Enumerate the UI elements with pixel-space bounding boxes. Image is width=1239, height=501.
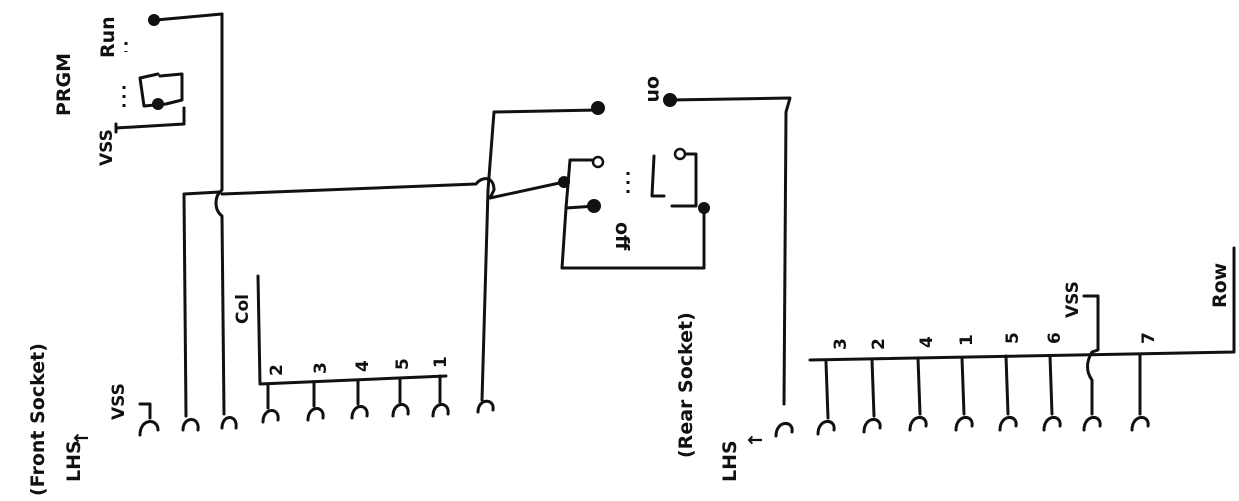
row-pin-label: 4 — [917, 336, 937, 348]
front-socket-label: (Front Socket) — [27, 343, 49, 496]
front-socket-pin-col-4 — [350, 405, 369, 420]
col-pin-label: 3 — [311, 362, 331, 374]
off-switch-right-bracket — [670, 152, 698, 208]
vss-switch-label: VSS — [97, 129, 117, 166]
row-pin-label: 1 — [957, 334, 977, 346]
col-pin-label: 2 — [267, 364, 287, 376]
arrow-front-icon: ↑ — [71, 430, 93, 446]
rear-vss-wire — [1082, 294, 1100, 416]
prgm-switch-dot — [152, 98, 164, 110]
col-label: Col — [233, 294, 253, 324]
row-pin-5-wire — [1004, 354, 1010, 416]
bus-wire — [220, 177, 566, 200]
front-socket-pin-vss — [138, 420, 160, 437]
col-bus-wire — [256, 274, 448, 386]
rear-socket-pin-vss — [1082, 416, 1102, 432]
front-socket-pin-col-2 — [261, 409, 280, 424]
rear-socket-pin-row-2 — [862, 418, 882, 434]
rear-socket-label: (Rear Socket) — [675, 312, 697, 458]
rear-socket-pin-row-7 — [1130, 416, 1150, 432]
front-socket-pin-col-5 — [391, 403, 410, 418]
rear-socket-pin-row-1 — [954, 416, 974, 432]
front-wire-b — [214, 12, 226, 416]
front-socket-pin-b — [220, 416, 238, 430]
row-bus-wire — [808, 246, 1236, 362]
off-switch-left-dot — [587, 199, 601, 213]
front-socket-pin-col-3 — [306, 407, 325, 422]
row-pin-4-wire — [916, 356, 922, 416]
col-pin-label: 1 — [431, 356, 451, 368]
row-pin-6-wire — [1048, 354, 1054, 416]
row-pin-label: 7 — [1139, 332, 1159, 344]
lhs-rear-label: LHS — [719, 440, 741, 482]
off-switch-left-open — [591, 155, 605, 169]
col-pin-label: 4 — [353, 360, 373, 372]
row-pin-label: 2 — [869, 338, 889, 350]
off-switch-bus-dot — [558, 176, 570, 188]
row-pin-2-wire — [870, 358, 876, 418]
rear-socket-pin-a — [774, 422, 794, 438]
col-pin-label: 5 — [393, 358, 413, 370]
row-pin-3-wire — [824, 360, 830, 420]
row-pin-label: 3 — [831, 338, 851, 350]
row-pin-1-wire — [960, 356, 966, 416]
rear-socket-pin-row-5 — [998, 416, 1018, 432]
off-switch-loop-wire — [560, 206, 706, 270]
prgm-vss-wire — [114, 106, 186, 130]
front-wire-a — [182, 190, 222, 418]
front-socket-pin-col-1 — [431, 403, 450, 418]
vss-front-label: VSS — [109, 383, 129, 420]
vss-rear-label: VSS — [1063, 281, 1083, 318]
row-pin-labels: 3 2 4 1 5 6 7 — [831, 332, 1159, 350]
rear-socket-pin-row-4 — [908, 416, 928, 432]
front-vss-wire — [138, 402, 152, 420]
front-wire-c — [480, 188, 490, 402]
prgm-label: PRGM — [53, 53, 75, 116]
arrow-rear-icon: ↑ — [745, 432, 767, 448]
rear-socket-pin-row-3 — [816, 420, 836, 436]
col-pin-labels: 2 3 4 5 1 — [267, 356, 451, 376]
on-right-wire — [668, 96, 792, 406]
off-switch-right-notch — [650, 154, 666, 198]
run-label: Run — [97, 16, 119, 58]
lhs-front-label: LHS — [63, 440, 85, 482]
row-pin-label: 6 — [1045, 332, 1065, 344]
front-socket-pin-c — [476, 399, 495, 414]
row-label: Row — [1209, 263, 1231, 308]
on-label: on — [643, 76, 665, 103]
on-left-wire — [486, 108, 600, 192]
rear-socket-pin-row-6 — [1042, 416, 1062, 432]
row-pin-label: 5 — [1003, 332, 1023, 344]
prgm-top-wire — [154, 12, 224, 22]
on-left-dot — [591, 101, 605, 115]
prgm-switch-body — [138, 72, 184, 108]
prgm-top-dot — [148, 14, 160, 26]
off-switch-right-open — [673, 147, 687, 161]
off-label: off — [611, 222, 633, 251]
front-socket-pin-a — [181, 418, 200, 432]
